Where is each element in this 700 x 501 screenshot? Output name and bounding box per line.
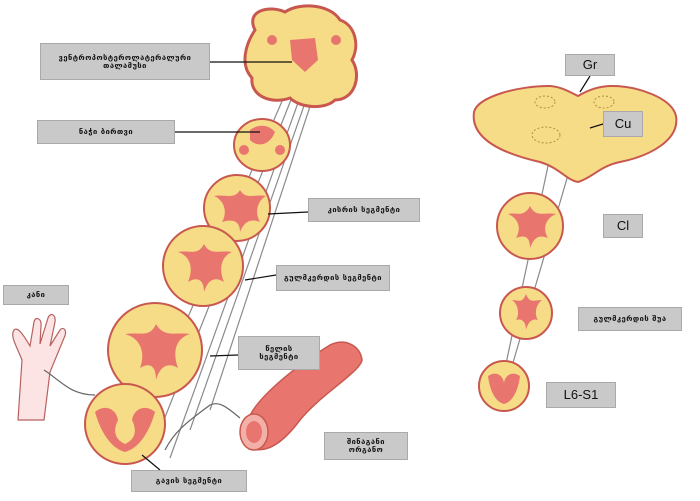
hand-illustration — [12, 313, 67, 421]
label-midbrain-nucleus: ნაჭი ბირთვი — [37, 120, 175, 144]
skin-afferent-nerve — [43, 369, 96, 396]
label-visceral-organ: შინაგანი ორგანო — [324, 432, 408, 460]
label-sacral-segment: გავის სეგმენტი — [131, 470, 247, 492]
label-cu: Cu — [603, 111, 643, 137]
forebrain-section — [243, 4, 358, 108]
lumbosacral-section-right — [478, 360, 530, 412]
label-cl: Cl — [603, 214, 643, 238]
midbrain-section — [233, 118, 291, 172]
thoracic-section — [162, 225, 244, 307]
label-cervical-segment: კისრის სეგმენტი — [308, 198, 420, 222]
visceral-afferent-nerve — [164, 403, 241, 451]
label-lumbar-segment: წელის სეგმენტი — [238, 336, 320, 370]
label-thalamus: ვენტროპოსტეროლატერალური თალამუსი — [40, 43, 210, 80]
visceral-organ — [239, 341, 363, 451]
leader-lines-left — [141, 61, 309, 471]
lumbar-section — [107, 302, 203, 398]
cervical-section-right — [496, 192, 564, 260]
label-skin: კანი — [3, 285, 69, 305]
label-gr: Gr — [565, 54, 615, 76]
medulla-section — [472, 84, 678, 184]
thoracic-section-right — [499, 286, 553, 340]
label-l6-s1: L6-S1 — [546, 382, 616, 408]
cervical-section — [203, 174, 271, 242]
sacral-section — [84, 383, 166, 465]
label-thoracic-mid: გულმკერდის შუა — [578, 307, 682, 331]
label-thoracic-segment: გულმკერდის სეგმენტი — [276, 265, 390, 291]
leader-lines-right — [579, 75, 604, 129]
